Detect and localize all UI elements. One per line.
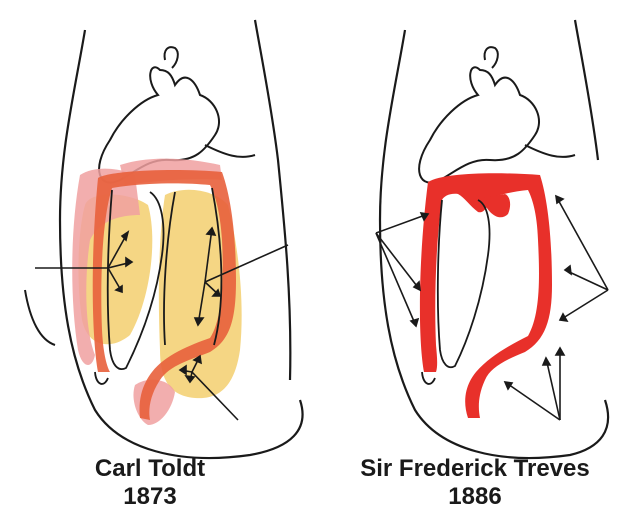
toldt-left-arm-edge: [25, 290, 55, 345]
toldt-esophagus: [165, 47, 178, 68]
toldt-year-label: 1873: [40, 483, 260, 511]
toldt-panel: [25, 20, 303, 458]
treves-ascending-colon-outline: [438, 200, 490, 367]
treves-arrows-lower: [505, 348, 564, 420]
treves-caption: Sir Frederick Treves 1886: [330, 455, 618, 510]
treves-torso-outline: [380, 30, 608, 458]
treves-year-label: 1886: [330, 483, 618, 511]
treves-stomach-outline: [419, 67, 539, 182]
treves-name-label: Sir Frederick Treves: [330, 455, 618, 483]
treves-transverse-bulge: [482, 194, 510, 217]
treves-torso-right-edge: [575, 20, 598, 160]
treves-esophagus: [485, 47, 498, 68]
toldt-caption: Carl Toldt 1873: [40, 455, 260, 510]
treves-liver-fold: [525, 145, 575, 157]
treves-panel: [376, 20, 608, 458]
treves-arrows-left-side: [556, 196, 608, 321]
toldt-name-label: Carl Toldt: [40, 455, 260, 483]
treves-sigmoid-outline: [422, 372, 435, 384]
toldt-liver-fold: [205, 145, 255, 157]
toldt-sigmoid-outline: [95, 372, 108, 384]
toldt-torso-right-edge: [255, 20, 290, 380]
